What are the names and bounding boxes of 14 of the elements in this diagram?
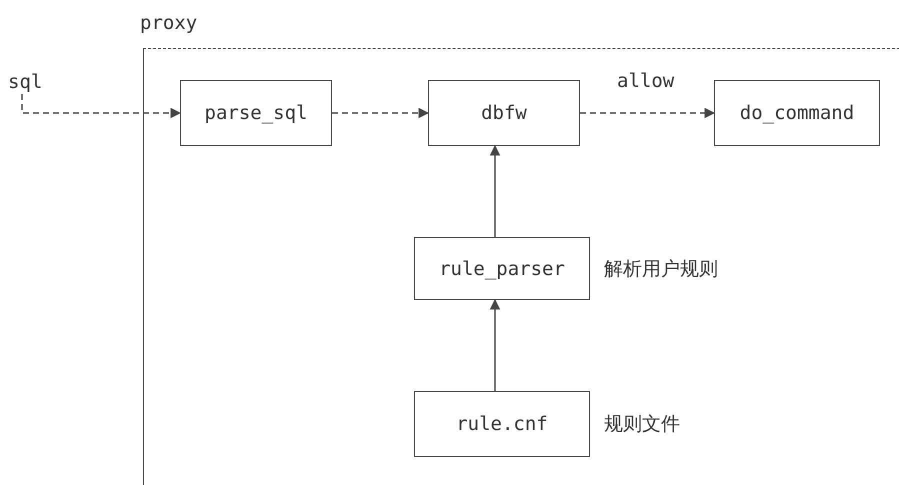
arrow [332,108,430,118]
side-note: 规则文件 [604,412,680,436]
arrow [21,94,182,118]
process-box: rule.cnf [414,391,590,457]
side-note: 解析用户规则 [604,256,718,280]
process-box: rule_parser [414,237,590,300]
frame-title: proxy [140,11,198,35]
process-box: parse_sql [180,80,332,146]
process-box: do_command [714,80,880,146]
input-label: sql [8,70,42,94]
arrow [580,108,716,118]
arrow [490,298,500,391]
process-box: dbfw [428,80,580,146]
arrow [490,144,500,237]
